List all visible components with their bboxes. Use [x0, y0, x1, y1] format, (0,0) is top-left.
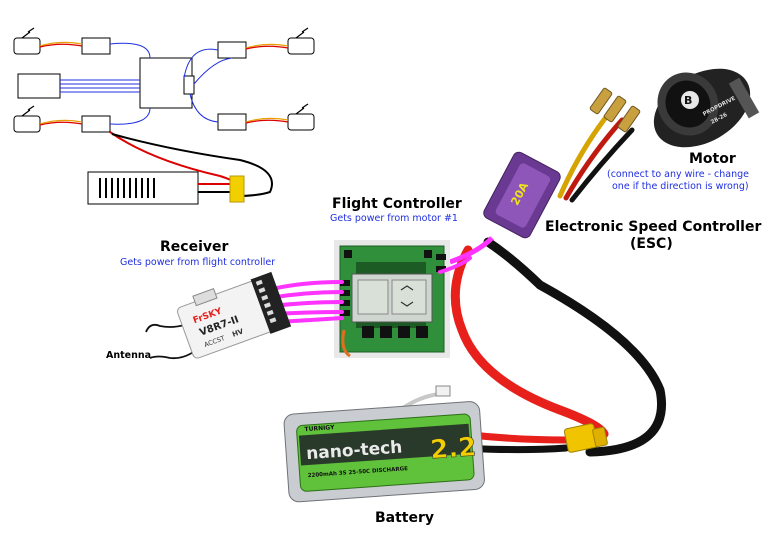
- brushless-motor-icon: B PROPDRIVE 28-26: [557, 68, 760, 203]
- quadcopter-wiring-schematic-icon: [13, 27, 315, 205]
- motor-note-line-1: (connect to any wire - change: [607, 169, 749, 180]
- lipo-battery-icon: TURNIGY nano-tech 2.2 2200mAh 3S 25-50C …: [283, 385, 485, 503]
- motor-title: Motor: [689, 151, 736, 167]
- negative-wire: [483, 237, 666, 457]
- rc-receiver-icon: FrSKY V8R7-II ACCST HV: [145, 271, 292, 360]
- flight-controller-title: Flight Controller: [332, 196, 462, 212]
- positive-wire: [450, 245, 609, 439]
- battery-capacity: 2.2: [429, 432, 477, 465]
- receiver-note: Gets power from flight controller: [120, 257, 275, 268]
- motor-note-line-2: one if the direction is wrong): [612, 181, 749, 192]
- battery-brand: TURNIGY: [304, 424, 335, 433]
- xt60-connector-icon: [563, 423, 608, 453]
- motor-logo: B: [684, 94, 692, 107]
- esc-module-icon: 20A: [449, 151, 561, 265]
- receiver-title: Receiver: [160, 239, 228, 255]
- esc-title: Electronic Speed Controller: [545, 219, 761, 235]
- flight-controller-note: Gets power from motor #1: [330, 213, 458, 224]
- battery-title: Battery: [375, 510, 434, 526]
- antenna-label: Antenna: [106, 350, 151, 361]
- flight-controller-board-icon: [334, 240, 450, 358]
- esc-abbrev: (ESC): [630, 236, 673, 252]
- receiver-hv: HV: [231, 327, 245, 339]
